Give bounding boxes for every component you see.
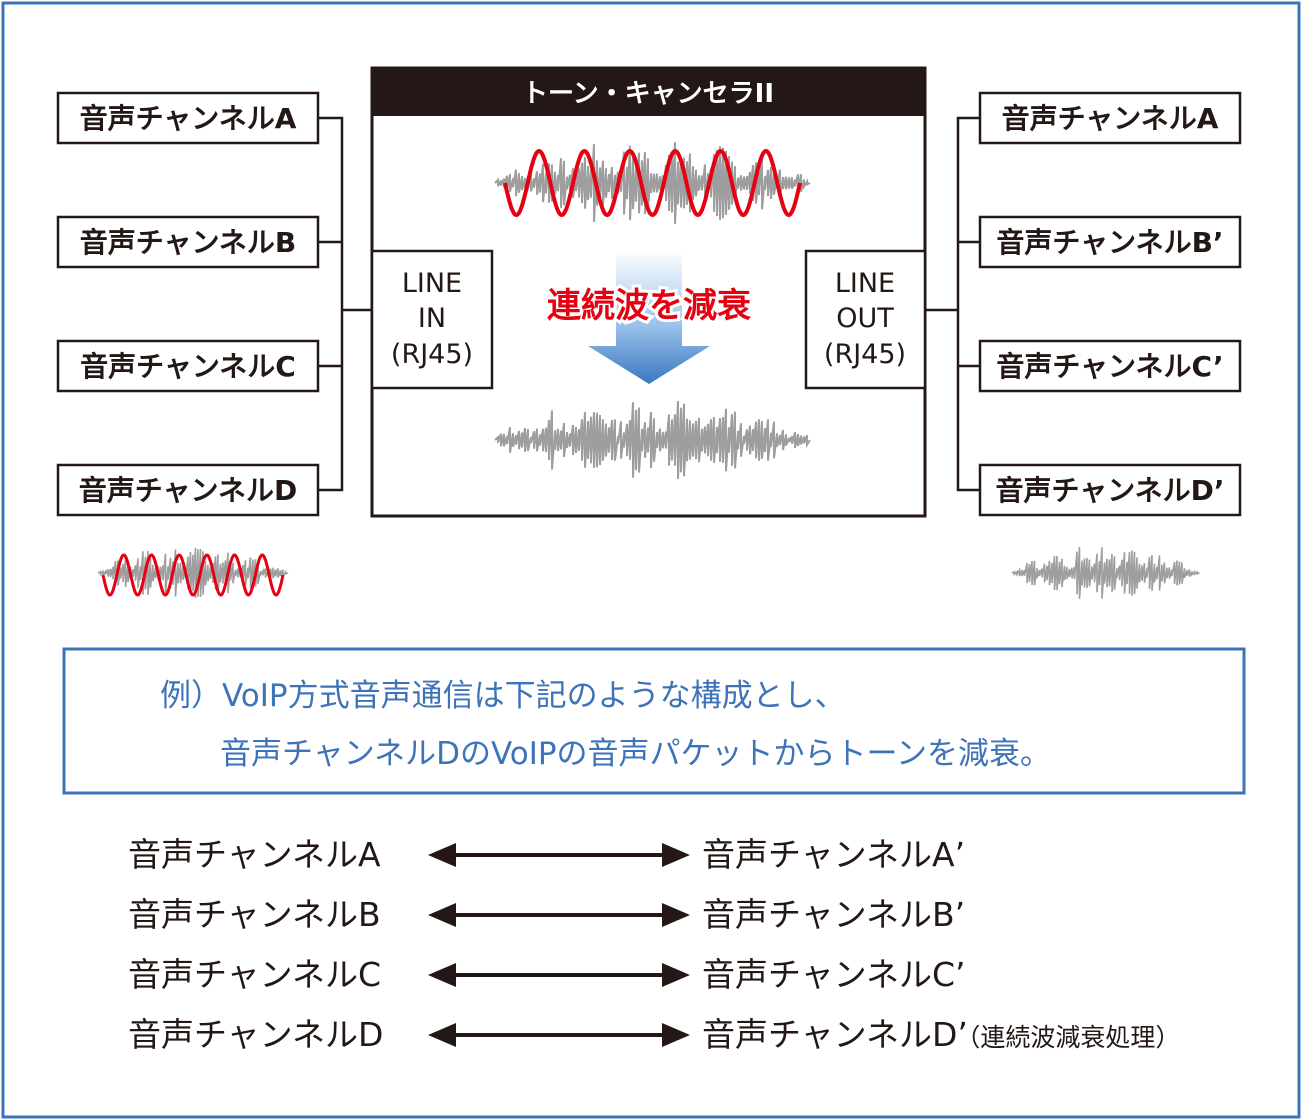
input-box-b (56, 215, 320, 269)
example-line-2: 音声チャンネルDのVoIPの音声パケットからトーンを減衰。 (220, 736, 1051, 772)
input-connector-lines (318, 116, 372, 492)
device-title-bar (372, 68, 925, 116)
output-connector-lines (925, 116, 980, 492)
mapping-from-a: 音声チャンネルA (128, 835, 381, 874)
mapping-to-d-label: 音声チャンネルD’ (702, 1015, 968, 1054)
output-box-b (978, 215, 1242, 269)
bidirectional-arrow-icon (428, 1023, 690, 1047)
bidirectional-arrow-icon (428, 843, 690, 867)
mapping-to-b: 音声チャンネルB’ (702, 895, 965, 934)
output-box-d (978, 463, 1242, 517)
line-in-label-3: (RJ45) (391, 339, 473, 370)
output-label-a: 音声チャンネルA (1002, 102, 1219, 135)
mapping-from-b: 音声チャンネルB (128, 895, 381, 934)
mapping-to-c: 音声チャンネルC’ (702, 955, 966, 994)
input-box-a (56, 91, 320, 145)
channel-mapping: 音声チャンネルA 音声チャンネルB 音声チャンネルC 音声チャンネルD 音声チャ… (128, 835, 1180, 1054)
line-out-port (804, 249, 927, 390)
output-box-a (978, 91, 1242, 145)
line-in-port (370, 249, 494, 390)
input-label-b: 音声チャンネルB (80, 226, 297, 259)
mapping-note-d: （連続波減衰処理） (968, 1023, 1181, 1052)
bidirectional-arrow-icon (428, 903, 690, 927)
tone-sine-waveform (503, 148, 802, 218)
line-out-label-1: LINE (835, 268, 895, 299)
input-label-a: 音声チャンネルA (80, 102, 297, 135)
voice-noise-waveform-output (494, 401, 811, 479)
output-box-c (978, 339, 1242, 393)
attenuate-label: 連続波を減衰 (547, 286, 751, 326)
mapping-from-d: 音声チャンネルD (128, 1015, 383, 1054)
input-signal-tone-icon (101, 553, 285, 597)
line-in-label-2: IN (418, 303, 446, 334)
example-line-1: 例）VoIP方式音声通信は下記のような構成とし、 (160, 678, 846, 714)
bidirectional-arrow-icon (428, 963, 690, 987)
tone-canceller-device: トーン・キャンセラII LINE IN (RJ45) LINE OUT (RJ4… (370, 66, 927, 518)
mapping-to-a: 音声チャンネルA’ (702, 835, 965, 874)
input-box-d (56, 463, 320, 517)
mapping-to-d: 音声チャンネルD’（連続波減衰処理） (702, 1015, 1180, 1054)
attenuate-arrow-icon (588, 250, 710, 384)
input-label-d: 音声チャンネルD (79, 474, 297, 507)
input-channels: 音声チャンネルA 音声チャンネルB 音声チャンネルC 音声チャンネルD (56, 91, 320, 517)
example-note-box (62, 647, 1246, 795)
output-signal-noise-icon (1011, 546, 1200, 600)
device-title: トーン・キャンセラII (522, 79, 774, 109)
line-out-label-3: (RJ45) (824, 339, 906, 370)
line-out-label-2: OUT (836, 303, 894, 334)
line-in-label-1: LINE (402, 268, 462, 299)
output-label-c: 音声チャンネルC’ (996, 350, 1223, 383)
output-label-b: 音声チャンネルB’ (996, 226, 1223, 259)
output-channels: 音声チャンネルA 音声チャンネルB’ 音声チャンネルC’ 音声チャンネルD’ (978, 91, 1242, 517)
mapping-from-c: 音声チャンネルC (128, 955, 381, 994)
output-label-d: 音声チャンネルD’ (995, 474, 1224, 507)
input-label-c: 音声チャンネルC (80, 350, 296, 383)
